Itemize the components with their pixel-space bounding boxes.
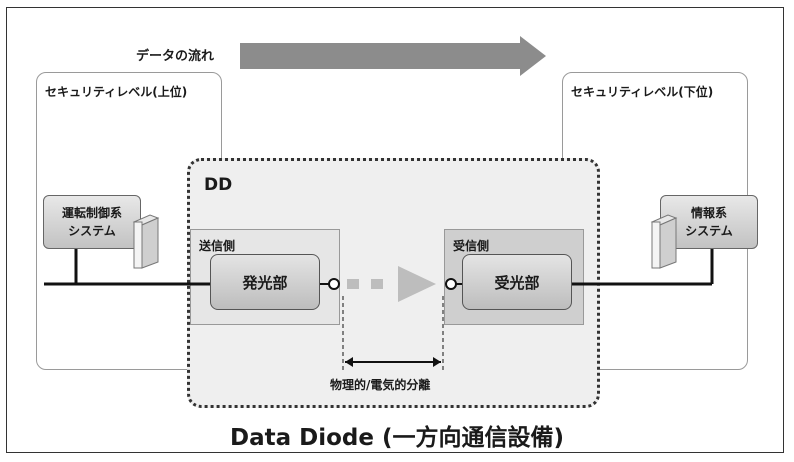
diagram-caption: Data Diode (一方向通信設備)	[229, 425, 564, 451]
separation-label: 物理的/電気的分離	[330, 378, 431, 392]
light-receiver-unit: 受光部	[462, 254, 572, 310]
left-server-icon	[132, 214, 160, 269]
optical-signal-arrow	[347, 266, 436, 302]
operation-control-system-line2: システム	[68, 224, 116, 238]
data-flow-label: データの流れ	[136, 49, 215, 64]
light-emitter-unit: 発光部	[210, 254, 320, 310]
information-system-line1: 情報系	[690, 206, 727, 220]
emitter-port	[328, 278, 340, 290]
lower-security-zone-title: セキュリティレベル(下位)	[571, 85, 714, 99]
data-diode-label: DD	[204, 175, 233, 195]
operation-control-system: 運転制御系 システム	[43, 195, 141, 249]
information-system-line2: システム	[685, 224, 733, 238]
sender-side-title: 送信側	[199, 239, 236, 253]
receiver-port	[445, 278, 457, 290]
upper-security-zone-title: セキュリティレベル(上位)	[45, 85, 188, 99]
operation-control-system-line1: 運転制御系	[61, 206, 122, 220]
receiver-side-title: 受信側	[453, 239, 490, 253]
right-server-icon	[650, 214, 678, 269]
